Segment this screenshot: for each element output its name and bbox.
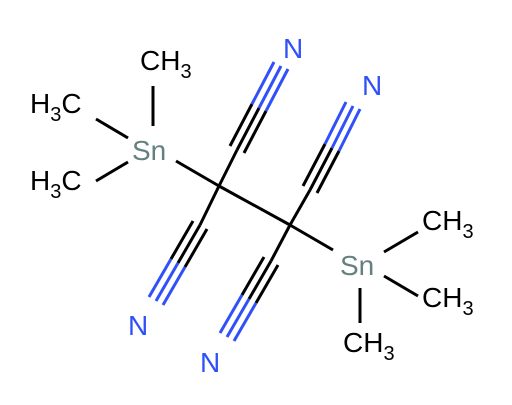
methyl-left-lower: H3C [30,165,82,203]
bond-c1-cn-top [217,149,239,187]
bond-c1-cn-bottom [198,185,221,226]
methyl-right-middle: CH3 [422,282,474,320]
triple-bond-top-right [301,101,362,194]
bond-c2-sn-right [289,223,334,252]
bond-c2-cn-top [288,189,312,226]
atom-sn-right: Sn [340,250,374,281]
bond-snl-me-upper [95,117,129,140]
bond-c1-c2 [218,184,291,227]
methyl-top-left: CH3 [140,45,192,83]
atom-n-bottom-right: N [200,347,220,378]
methyl-left-upper: H3C [30,88,82,126]
bond-snr-me-upper [383,230,419,254]
atom-sn-left: Sn [132,135,166,166]
bond-snr-me-middle [383,274,419,298]
triple-bond-top-left [228,61,290,154]
triple-bond-bottom-right [218,256,280,342]
atom-n-bottom-left: N [128,310,148,341]
bond-c2-cn-bottom [269,224,292,262]
bond-c1-sn-left [175,159,220,188]
triple-bond-bottom-left [147,220,209,306]
atom-n-top-right: N [362,70,382,101]
methyl-right-upper: CH3 [422,205,474,243]
methyl-right-lower: CH3 [343,327,395,365]
bond-snl-me-lower [95,160,129,183]
atom-n-top-left: N [283,33,303,64]
